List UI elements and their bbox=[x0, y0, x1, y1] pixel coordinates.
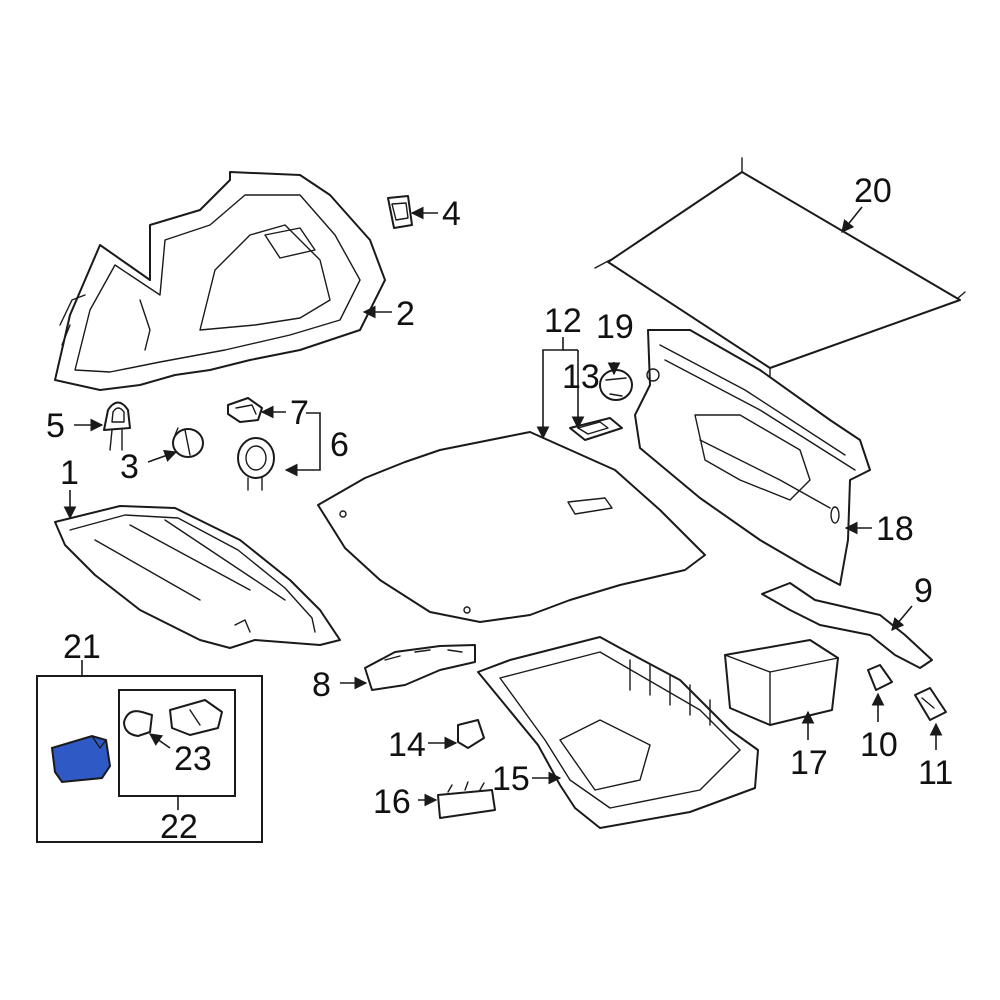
callout-22: 22 bbox=[160, 808, 198, 846]
callout-13: 13 bbox=[562, 358, 600, 396]
callout-7: 7 bbox=[290, 394, 309, 432]
callout-1: 1 bbox=[60, 454, 79, 492]
part-8-bracket bbox=[364, 644, 476, 691]
part-17-basket bbox=[724, 639, 839, 726]
callout-5: 5 bbox=[46, 407, 65, 445]
part-10-clip bbox=[867, 664, 893, 691]
callout-12: 12 bbox=[544, 302, 582, 340]
callout-14: 14 bbox=[388, 726, 426, 764]
part-7-bracket bbox=[227, 397, 263, 423]
part-12-trunk-floor-mat bbox=[317, 431, 706, 623]
part-22-socket bbox=[169, 699, 223, 736]
callout-10: 10 bbox=[860, 726, 898, 764]
part-5-tie-down-hook bbox=[103, 401, 131, 451]
part-19-plug bbox=[599, 369, 633, 401]
part-16-holder bbox=[437, 781, 496, 819]
callout-6: 6 bbox=[330, 426, 349, 464]
callout-labels: 1 2 3 4 5 6 7 8 9 10 11 12 13 14 15 16 1… bbox=[46, 172, 953, 846]
callout-19: 19 bbox=[596, 308, 634, 346]
part-4-clip bbox=[387, 195, 413, 229]
callout-15: 15 bbox=[492, 760, 530, 798]
leader-lines bbox=[63, 206, 943, 810]
callout-16: 16 bbox=[373, 783, 411, 821]
callout-9: 9 bbox=[914, 572, 933, 610]
callout-3: 3 bbox=[120, 448, 139, 486]
callout-8: 8 bbox=[312, 666, 331, 704]
callout-11: 11 bbox=[918, 754, 953, 792]
callout-17: 17 bbox=[790, 744, 828, 782]
callout-20: 20 bbox=[854, 172, 892, 210]
part-1-floor-cover bbox=[54, 505, 341, 649]
callout-18: 18 bbox=[876, 510, 914, 548]
part-6-tie-down-ring bbox=[237, 437, 275, 491]
part-18-sill-trim bbox=[634, 329, 871, 586]
part-23-bulb bbox=[123, 710, 153, 737]
assembly-box-21 bbox=[36, 675, 263, 843]
part-11-clip bbox=[914, 687, 947, 721]
part-3-grommet bbox=[172, 427, 204, 458]
part-9-trim-strip bbox=[761, 582, 933, 669]
callout-2: 2 bbox=[396, 295, 415, 333]
part-14-clip bbox=[457, 719, 485, 749]
callout-23: 23 bbox=[174, 740, 212, 778]
part-20-cargo-net bbox=[594, 157, 966, 379]
part-13-cover bbox=[569, 417, 623, 441]
part-21-lamp-housing bbox=[50, 734, 112, 784]
assembly-box-22 bbox=[118, 689, 236, 797]
callout-21: 21 bbox=[63, 628, 101, 666]
part-15-storage-tub bbox=[477, 636, 759, 829]
part-2-side-trim-panel bbox=[54, 171, 386, 391]
callout-4: 4 bbox=[442, 195, 461, 233]
